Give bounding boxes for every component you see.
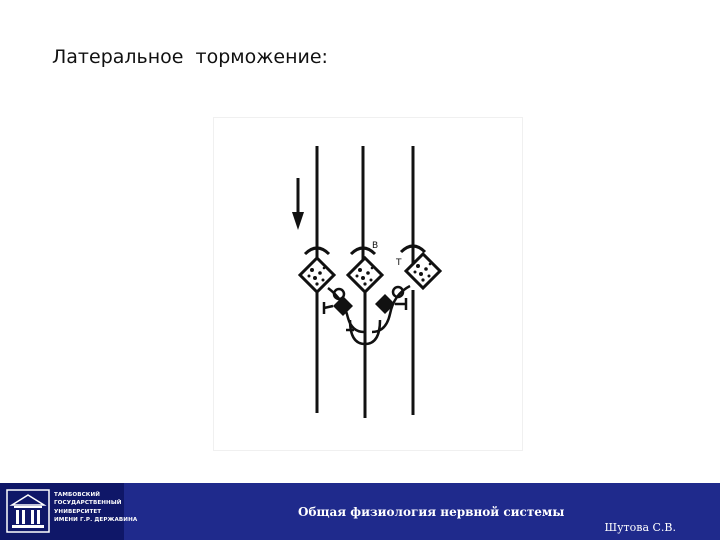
logo-text: ТАМБОВСКИЙ ГОСУДАРСТВЕННЫЙ УНИВЕРСИТЕТ И… — [54, 491, 138, 524]
inhibitory-neuron-right — [375, 294, 395, 314]
neuron-body-right — [403, 251, 443, 291]
course-title: Общая физиология нервной системы — [298, 505, 565, 519]
slide-title: Латеральное торможение: — [52, 46, 328, 68]
input-arrow-head — [292, 212, 304, 230]
convergence-loop — [348, 319, 382, 346]
footer-bar: ТАМБОВСКИЙ ГОСУДАРСТВЕННЫЙ УНИВЕРСИТЕТ И… — [0, 483, 720, 540]
collateral-loop-right — [391, 285, 405, 299]
label-t: Т — [395, 258, 402, 268]
university-logo: ТАМБОВСКИЙ ГОСУДАРСТВЕННЫЙ УНИВЕРСИТЕТ И… — [0, 483, 138, 540]
logo-line: УНИВЕРСИТЕТ — [54, 508, 102, 515]
inhibitory-neuron-left — [333, 296, 353, 316]
diagram-svg: В Т — [292, 146, 443, 418]
lateral-inhibition-diagram: В Т — [214, 118, 522, 450]
synapse-fork-left — [303, 246, 331, 256]
building-emblem-icon — [6, 489, 50, 533]
synapse-fork-right — [399, 244, 427, 254]
collateral-right — [371, 284, 411, 334]
logo-line: ГОСУДАРСТВЕННЫЙ — [54, 500, 122, 507]
author-name: Шутова С.В. — [604, 521, 676, 534]
neuron-body-left — [297, 255, 337, 295]
logo-line: ИМЕНИ Г.Р. ДЕРЖАВИНА — [54, 516, 138, 523]
inhibitory-synapse-left — [322, 302, 334, 314]
inhibitory-synapse-right — [395, 298, 408, 310]
synapse-fork-middle — [349, 246, 377, 256]
logo-line: ТАМБОВСКИЙ — [54, 492, 101, 498]
collateral-loop-left — [332, 287, 346, 301]
label-v: В — [372, 241, 378, 251]
neuron-body-middle — [345, 255, 385, 295]
collateral-left — [327, 287, 365, 334]
